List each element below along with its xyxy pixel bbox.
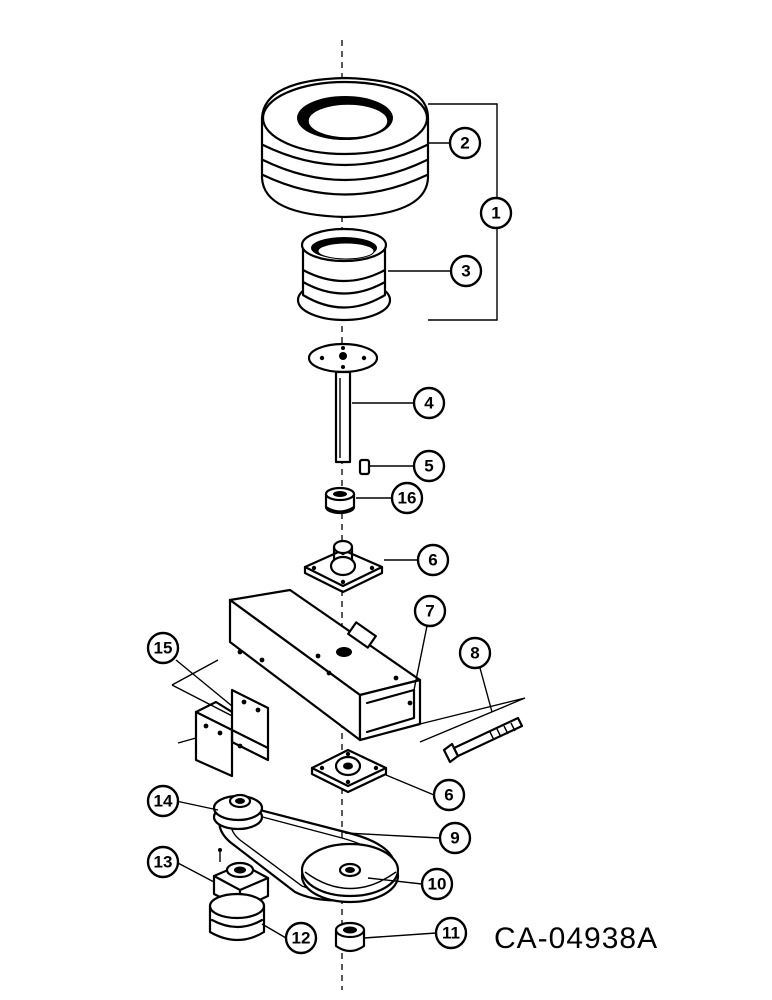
frame-tube	[228, 588, 422, 742]
svg-text:14: 14	[154, 792, 173, 811]
svg-text:15: 15	[154, 639, 173, 658]
callout-16: 16	[390, 481, 424, 515]
key	[358, 458, 371, 476]
callout-12: 12	[284, 921, 318, 955]
hub-nut	[334, 921, 366, 953]
callout-7: 7	[413, 594, 447, 628]
svg-text:16: 16	[398, 489, 417, 508]
svg-text:12: 12	[292, 929, 311, 948]
upper-flange-bearing	[303, 539, 384, 594]
svg-text:6: 6	[428, 551, 437, 570]
callout-5: 5	[412, 449, 446, 483]
svg-text:6: 6	[444, 786, 453, 805]
callout-14: 14	[146, 784, 180, 818]
small-pulley	[212, 793, 264, 831]
mounting-bracket	[177, 688, 270, 778]
hydraulic-motor	[208, 892, 266, 942]
callout-3: 3	[449, 254, 483, 288]
svg-text:9: 9	[450, 829, 459, 848]
callout-8: 8	[458, 636, 492, 670]
svg-text:4: 4	[424, 394, 434, 413]
bolt	[442, 716, 524, 764]
svg-text:13: 13	[154, 853, 173, 872]
svg-text:5: 5	[424, 457, 433, 476]
callout-13: 13	[146, 845, 180, 879]
svg-text:3: 3	[461, 262, 470, 281]
callout-9: 9	[438, 821, 472, 855]
large-pulley	[300, 842, 400, 904]
callout-11: 11	[434, 916, 468, 950]
rim	[296, 227, 392, 322]
svg-text:7: 7	[425, 602, 434, 621]
tire	[260, 76, 430, 219]
svg-text:1: 1	[491, 204, 500, 223]
callout-15: 15	[146, 631, 180, 665]
callout-6-upper: 6	[416, 543, 450, 577]
callout-1: 1	[479, 196, 513, 230]
svg-text:2: 2	[460, 134, 469, 153]
callout-10: 10	[420, 867, 454, 901]
callout-6-lower: 6	[432, 778, 466, 812]
callout-4: 4	[412, 386, 446, 420]
svg-text:10: 10	[428, 875, 447, 894]
leader-lines	[175, 142, 493, 939]
svg-text:8: 8	[470, 644, 479, 663]
callout-2: 2	[448, 126, 482, 160]
drawing-reference-code: CA-04938A	[494, 922, 659, 955]
mounting-plane-outline	[171, 659, 526, 743]
svg-text:11: 11	[442, 924, 460, 943]
collar	[324, 486, 356, 515]
lower-flange-bearing	[310, 748, 388, 794]
axle-shaft	[307, 342, 379, 464]
